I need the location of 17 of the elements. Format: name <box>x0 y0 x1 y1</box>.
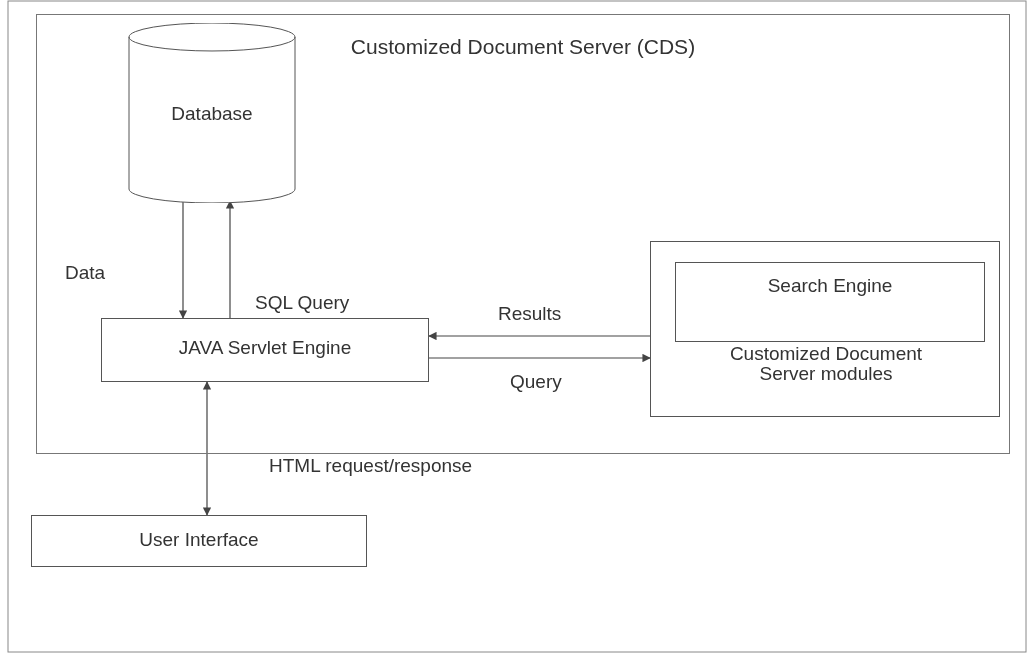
arrow <box>202 381 212 516</box>
arrow <box>178 200 188 319</box>
database-cylinder <box>128 23 296 203</box>
server-container <box>36 14 1010 454</box>
arrow <box>225 200 235 319</box>
module-container <box>650 241 1000 417</box>
node-label: Database <box>170 103 254 125</box>
node-label: JAVA Servlet Engine <box>177 337 353 359</box>
node-label: Customized Document Server modules <box>728 344 924 384</box>
arrow <box>428 353 651 363</box>
arrow <box>428 331 651 341</box>
process-box <box>31 515 367 567</box>
node-label: User Interface <box>138 529 260 551</box>
node-label: Search Engine <box>766 275 894 297</box>
process-box <box>101 318 429 382</box>
process-box <box>675 262 985 342</box>
container-title: Customized Document Server (CDS) <box>349 35 697 59</box>
